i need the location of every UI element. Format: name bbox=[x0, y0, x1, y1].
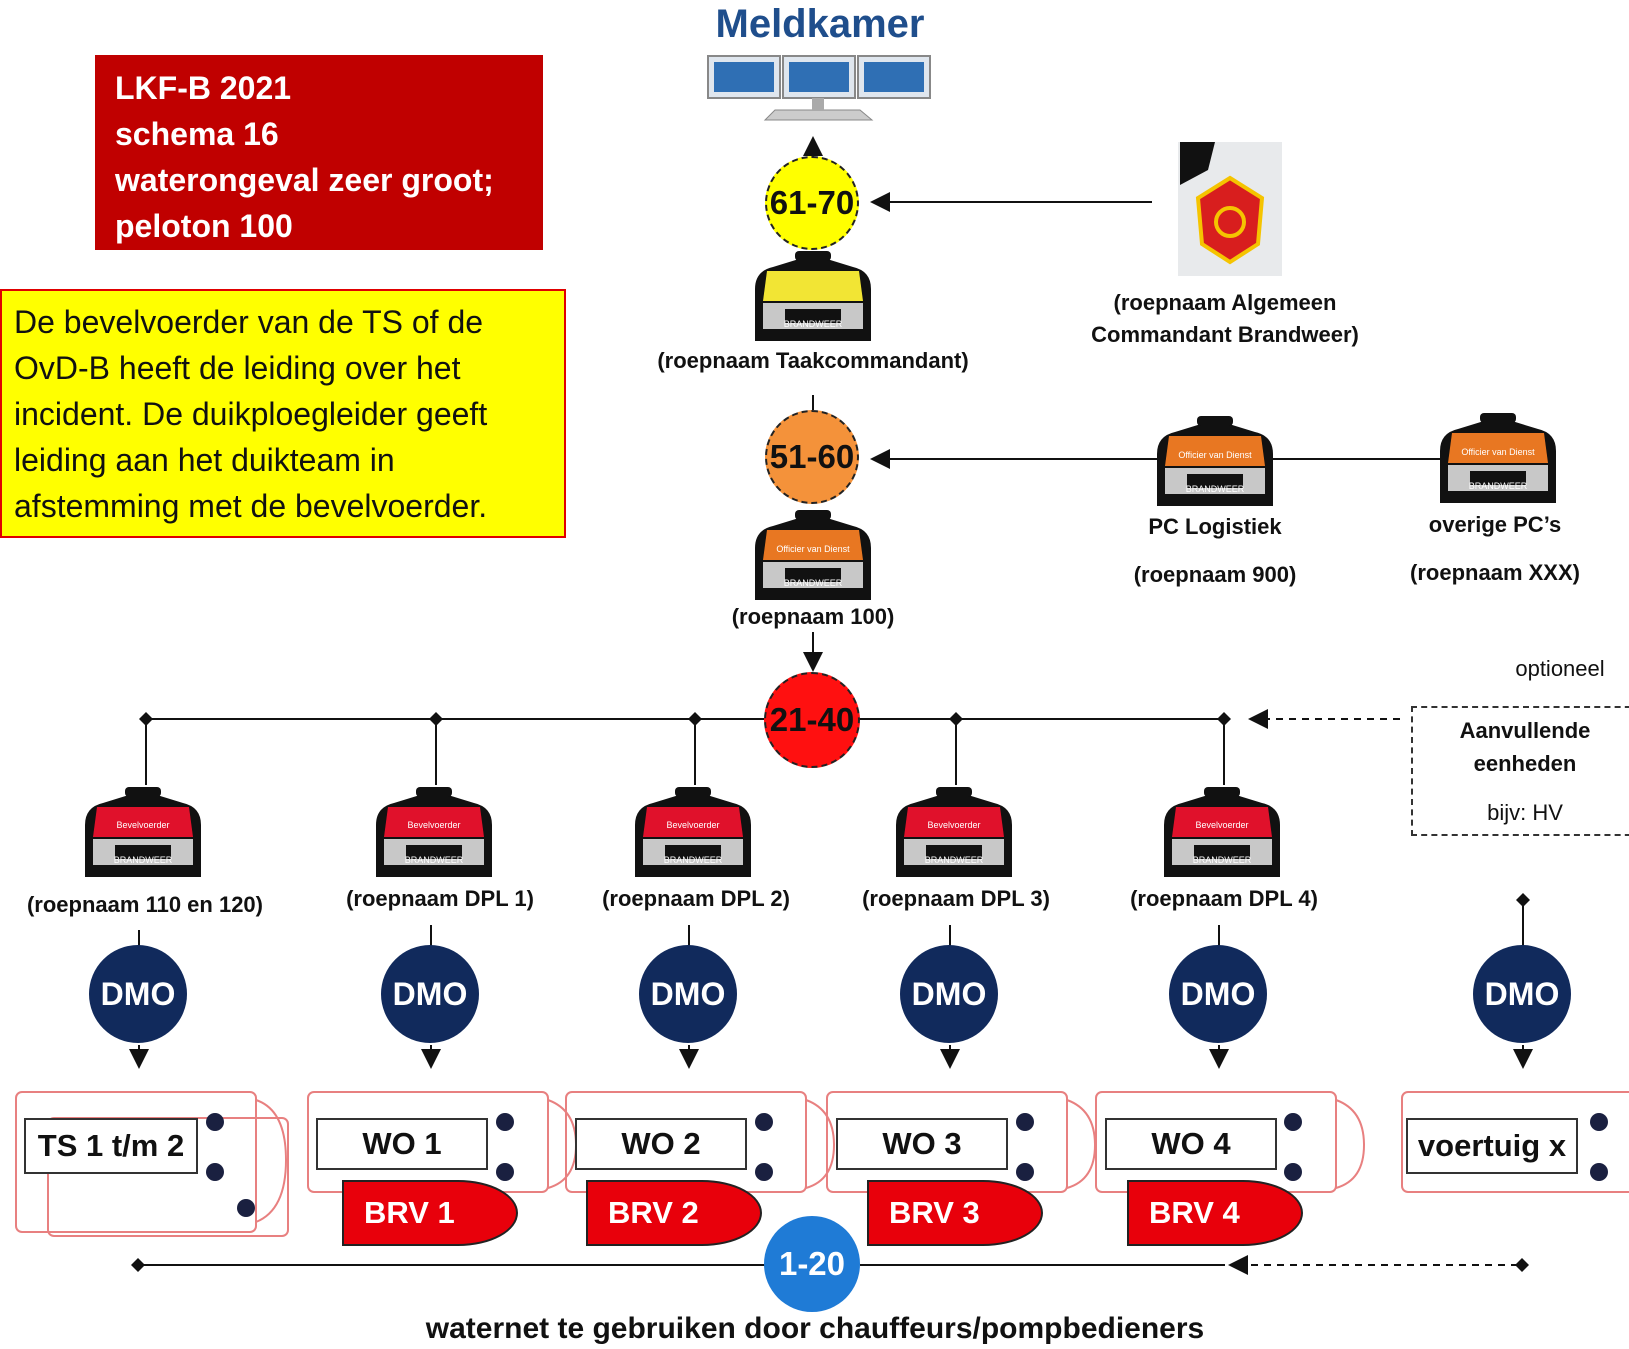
vest-text: Bevelvoerder bbox=[1195, 820, 1248, 830]
vehicle-wo2: WO 2 bbox=[575, 1118, 747, 1170]
unit-call-5: (roepnaam DPL 4) bbox=[1130, 886, 1318, 911]
vest-text: BRANDWEER bbox=[114, 855, 173, 865]
vest-text: BRANDWEER bbox=[405, 855, 464, 865]
label-pc-logistiek-call: (roepnaam 900) bbox=[1133, 562, 1297, 587]
scheme-title-box: LKF-B 2021 schema 16 waterongeval zeer g… bbox=[95, 55, 543, 250]
unit-call-1: (roepnaam 110 en 120) bbox=[26, 892, 263, 917]
optional-box-line1: Aanvullende bbox=[1459, 718, 1591, 743]
unit-call-4: (roepnaam DPL 3) bbox=[862, 886, 1050, 911]
label-algemeen-1: (roepnaam Algemeen bbox=[1113, 290, 1337, 315]
label-optioneel: optioneel bbox=[1515, 656, 1605, 681]
vest-taakcommandant-icon bbox=[755, 251, 871, 341]
unit-call-3: (roepnaam DPL 2) bbox=[602, 886, 790, 911]
label-algemeen-2: Commandant Brandweer) bbox=[1091, 322, 1359, 347]
dmo-5: DMO bbox=[1169, 945, 1267, 1043]
dmo-3: DMO bbox=[639, 945, 737, 1043]
vest-bevelvoerder-4-icon bbox=[896, 787, 1012, 877]
vehicle-x: voertuig x bbox=[1406, 1118, 1578, 1174]
optional-units-box bbox=[1411, 706, 1629, 836]
label-pc-logistiek: PC Logistiek bbox=[1148, 514, 1282, 539]
scheme-line: peloton 100 bbox=[115, 208, 293, 244]
vest-text: BRANDWEER bbox=[784, 578, 843, 588]
net-61-70: 61-70 bbox=[765, 156, 859, 250]
boat-brv4: BRV 4 bbox=[1127, 1180, 1303, 1246]
unit-call-2: (roepnaam DPL 1) bbox=[346, 886, 534, 911]
monitors-icon bbox=[707, 55, 931, 121]
vest-text: BRANDWEER bbox=[784, 319, 843, 329]
optional-box-line3: bijv: HV bbox=[1487, 800, 1563, 825]
meldkamer-title: Meldkamer bbox=[715, 2, 925, 46]
vest-bevelvoerder-5-icon bbox=[1164, 787, 1280, 877]
vest-text: Bevelvoerder bbox=[666, 820, 719, 830]
vest-text: BRANDWEER bbox=[1469, 481, 1528, 491]
vest-text: Officier van Dienst bbox=[776, 544, 850, 554]
dmo-1: DMO bbox=[89, 945, 187, 1043]
label-pc-overige: overige PC’s bbox=[1428, 512, 1562, 537]
boat-brv1: BRV 1 bbox=[342, 1180, 518, 1246]
boat-brv2: BRV 2 bbox=[586, 1180, 762, 1246]
net-21-40: 21-40 bbox=[764, 672, 860, 768]
dmo-4: DMO bbox=[900, 945, 998, 1043]
commander-badge-icon bbox=[1178, 142, 1282, 276]
vest-pc-logistiek-icon bbox=[1157, 416, 1273, 506]
vest-text: Officier van Dienst bbox=[1461, 447, 1535, 457]
vest-text: BRANDWEER bbox=[664, 855, 723, 865]
boat-brv3: BRV 3 bbox=[867, 1180, 1043, 1246]
dmo-6: DMO bbox=[1473, 945, 1571, 1043]
note-line: leiding aan het duikteam in bbox=[14, 442, 395, 478]
dmo-2: DMO bbox=[381, 945, 479, 1043]
scheme-line: schema 16 bbox=[115, 116, 279, 152]
vehicle-wo1: WO 1 bbox=[316, 1118, 488, 1170]
vest-ovd-100-icon bbox=[755, 510, 871, 600]
scheme-line: LKF-B 2021 bbox=[115, 70, 292, 106]
net-51-60: 51-60 bbox=[765, 410, 859, 504]
label-pc-overige-call: (roepnaam XXX) bbox=[1410, 560, 1580, 585]
footer-caption: waternet te gebruiken door chauffeurs/po… bbox=[425, 1312, 1205, 1345]
vest-text: BRANDWEER bbox=[1193, 855, 1252, 865]
vest-bevelvoerder-2-icon bbox=[376, 787, 492, 877]
vest-text: BRANDWEER bbox=[925, 855, 984, 865]
vest-text: Bevelvoerder bbox=[407, 820, 460, 830]
optional-box-line2: eenheden bbox=[1473, 751, 1577, 776]
vehicle-ts: TS 1 t/m 2 bbox=[24, 1118, 198, 1174]
net-1-20: 1-20 bbox=[764, 1216, 860, 1312]
note-box: De bevelvoerder van de TS of de OvD-B he… bbox=[0, 289, 566, 538]
vest-text: BRANDWEER bbox=[1186, 484, 1245, 494]
vest-pc-overige-icon bbox=[1440, 413, 1556, 503]
vest-bevelvoerder-3-icon bbox=[635, 787, 751, 877]
vehicle-wo3: WO 3 bbox=[836, 1118, 1008, 1170]
note-line: incident. De duikploegleider geeft bbox=[14, 396, 488, 432]
scheme-line: waterongeval zeer groot; bbox=[115, 162, 494, 198]
note-line: OvD-B heeft de leiding over het bbox=[14, 350, 461, 386]
note-line: De bevelvoerder van de TS of de bbox=[14, 304, 484, 340]
note-line: afstemming met de bevelvoerder. bbox=[14, 488, 488, 524]
vest-text: Officier van Dienst bbox=[1178, 450, 1252, 460]
vest-text: Bevelvoerder bbox=[116, 820, 169, 830]
label-taakcommandant: (roepnaam Taakcommandant) bbox=[657, 348, 969, 373]
label-100: (roepnaam 100) bbox=[731, 604, 895, 629]
vehicle-wo4: WO 4 bbox=[1105, 1118, 1277, 1170]
vest-text: Bevelvoerder bbox=[927, 820, 980, 830]
vest-bevelvoerder-1-icon bbox=[85, 787, 201, 877]
